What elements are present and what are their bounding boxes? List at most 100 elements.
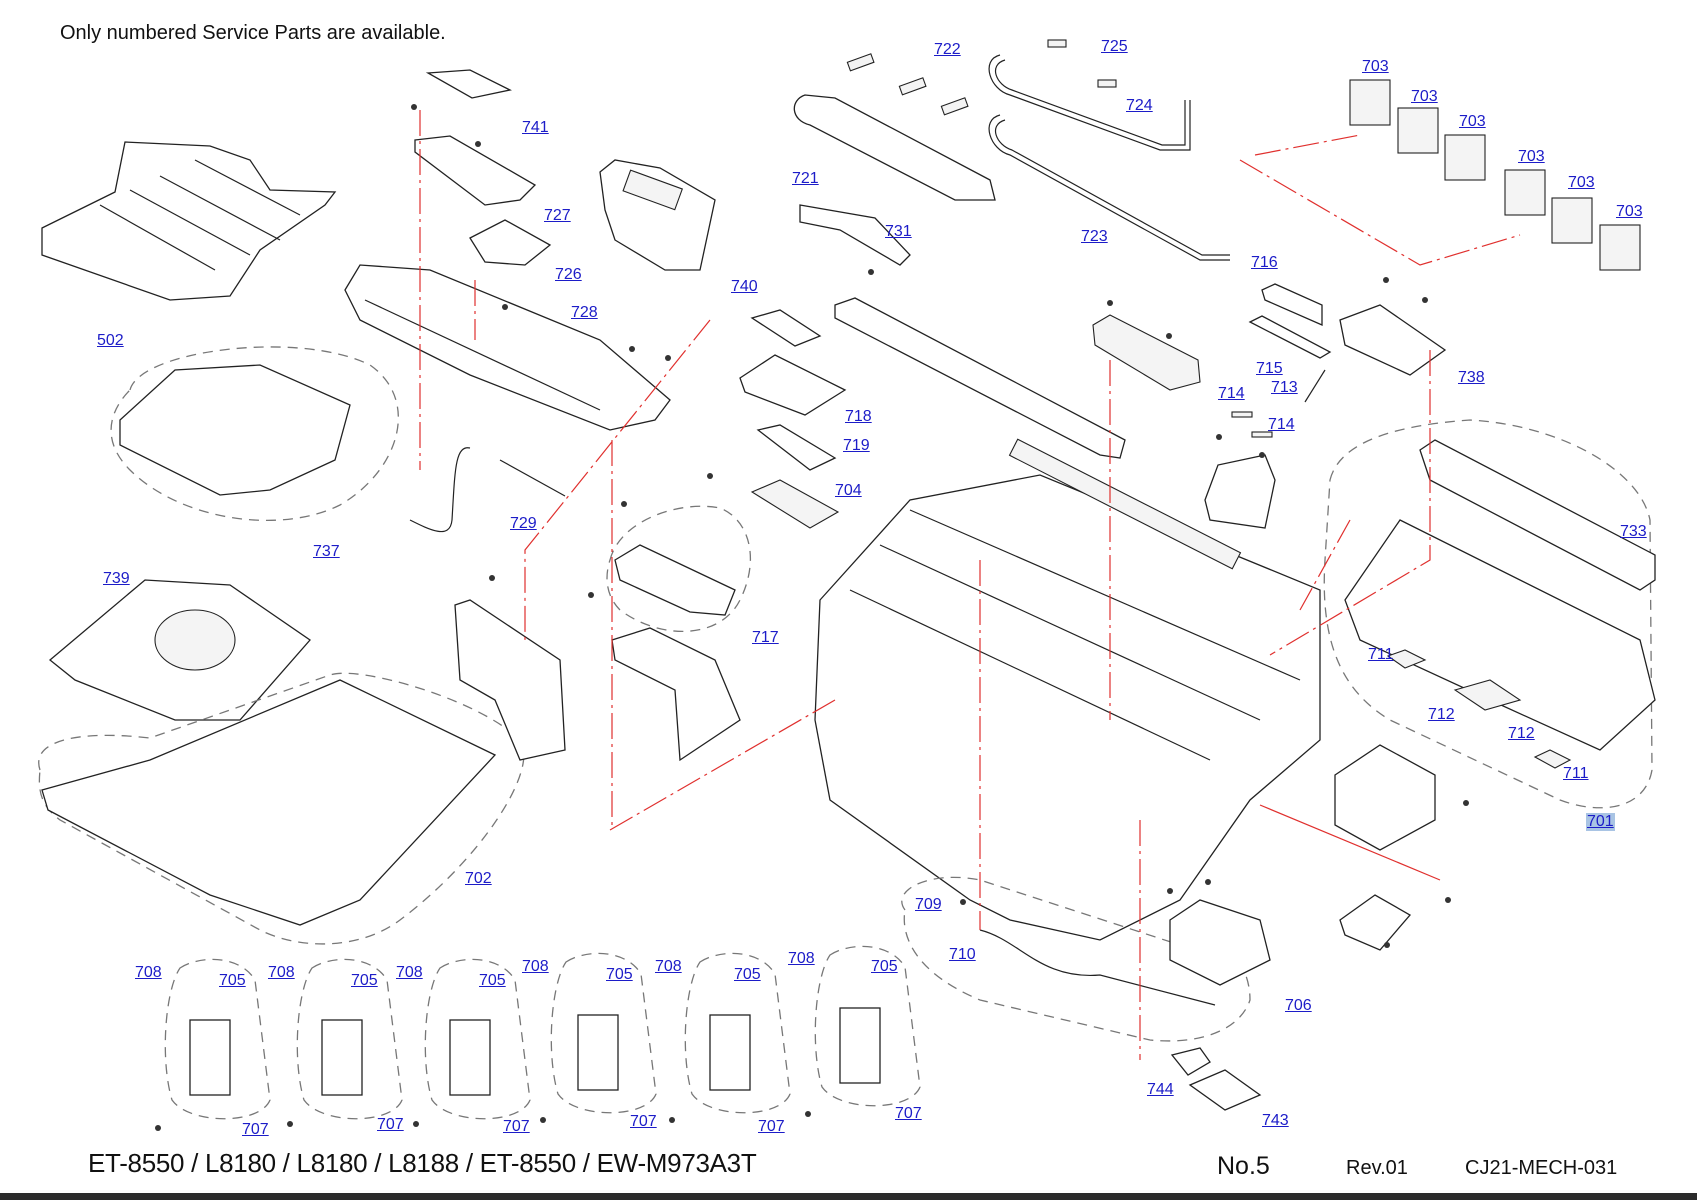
part-right-bracket — [1334, 744, 1436, 951]
sheet-number: No.5 — [1217, 1152, 1270, 1180]
part-label-729[interactable]: 729 — [510, 515, 537, 532]
part-label-715[interactable]: 715 — [1256, 360, 1283, 377]
screws — [155, 104, 1469, 1131]
part-label-711[interactable]: 711 — [1563, 765, 1589, 782]
part-743-sheet — [1188, 1069, 1262, 1111]
part-label-703[interactable]: 703 — [1362, 58, 1389, 75]
part-703-dampers — [1349, 79, 1641, 271]
part-label-738[interactable]: 738 — [1458, 369, 1485, 386]
part-label-712[interactable]: 712 — [1428, 706, 1455, 723]
part-728-frame — [344, 264, 671, 431]
part-717-group — [606, 505, 752, 633]
part-label-733[interactable]: 733 — [1620, 523, 1647, 540]
part-702-group — [38, 672, 525, 945]
assembly-leader-lines — [419, 110, 1521, 1060]
part-704-caps — [750, 479, 840, 529]
part-737-group — [110, 346, 399, 521]
part-label-709[interactable]: 709 — [915, 896, 942, 913]
part-label-703[interactable]: 703 — [1411, 88, 1438, 105]
part-label-717[interactable]: 717 — [752, 629, 779, 646]
part-label-703[interactable]: 703 — [1568, 174, 1595, 191]
part-label-703[interactable]: 703 — [1518, 148, 1545, 165]
revision: Rev.01 — [1346, 1157, 1408, 1179]
part-label-713[interactable]: 713 — [1271, 379, 1298, 396]
part-label-743[interactable]: 743 — [1262, 1112, 1289, 1129]
part-label-725[interactable]: 725 — [1101, 38, 1128, 55]
part-label-712[interactable]: 712 — [1508, 725, 1535, 742]
part-713-shaft — [1304, 369, 1326, 403]
part-label-703[interactable]: 703 — [1459, 113, 1486, 130]
part-label-726[interactable]: 726 — [555, 266, 582, 283]
part-label-710[interactable]: 710 — [949, 946, 976, 963]
part-label-721[interactable]: 721 — [792, 170, 819, 187]
part-label-701-selected[interactable]: 701 — [1586, 813, 1615, 831]
part-label-739[interactable]: 739 — [103, 570, 130, 587]
part-carriage-rail — [834, 297, 1126, 459]
window-bottom-bar — [0, 1193, 1697, 1200]
part-label-702[interactable]: 702 — [465, 870, 492, 887]
part-label-708[interactable]: 708 — [788, 950, 815, 967]
part-label-728[interactable]: 728 — [571, 304, 598, 321]
part-706-group — [901, 876, 1271, 1042]
part-724-ink-tube — [988, 54, 1191, 151]
part-sensor-bracket — [1092, 314, 1201, 391]
part-label-707[interactable]: 707 — [758, 1118, 785, 1135]
part-label-707[interactable]: 707 — [630, 1113, 657, 1130]
part-label-724[interactable]: 724 — [1126, 97, 1153, 114]
part-label-744[interactable]: 744 — [1147, 1081, 1174, 1098]
part-725-clips — [1047, 39, 1117, 88]
part-716-cover — [1261, 283, 1323, 326]
part-label-711[interactable]: 711 — [1368, 646, 1394, 663]
part-printer-mechanism — [814, 438, 1321, 941]
part-701-group — [1323, 419, 1656, 809]
part-714-pads — [1231, 411, 1273, 438]
part-label-737[interactable]: 737 — [313, 543, 340, 560]
part-label-708[interactable]: 708 — [396, 964, 423, 981]
part-731-ffc — [799, 204, 911, 266]
part-740-sheet — [750, 309, 822, 347]
document-code: CJ21-MECH-031 — [1465, 1157, 1618, 1179]
part-label-705[interactable]: 705 — [479, 972, 506, 989]
part-label-723[interactable]: 723 — [1081, 228, 1108, 245]
part-label-703[interactable]: 703 — [1616, 203, 1643, 220]
part-label-705[interactable]: 705 — [351, 972, 378, 989]
part-label-705[interactable]: 705 — [871, 958, 898, 975]
part-723-ink-tube — [988, 114, 1230, 261]
part-label-718[interactable]: 718 — [845, 408, 872, 425]
part-label-741[interactable]: 741 — [522, 119, 549, 136]
part-label-714[interactable]: 714 — [1218, 385, 1245, 402]
part-label-708[interactable]: 708 — [268, 964, 295, 981]
part-label-722[interactable]: 722 — [934, 41, 961, 58]
part-707-groups — [164, 945, 921, 1120]
part-label-705[interactable]: 705 — [734, 966, 761, 983]
part-label-731[interactable]: 731 — [885, 223, 912, 240]
part-label-707[interactable]: 707 — [895, 1105, 922, 1122]
part-label-707[interactable]: 707 — [377, 1116, 404, 1133]
part-label-714[interactable]: 714 — [1268, 416, 1295, 433]
part-744-sheet — [1170, 1047, 1211, 1076]
part-label-704[interactable]: 704 — [835, 482, 862, 499]
part-label-705[interactable]: 705 — [606, 966, 633, 983]
part-label-705[interactable]: 705 — [219, 972, 246, 989]
part-727-plate — [414, 135, 537, 206]
service-parts-notice: Only numbered Service Parts are availabl… — [60, 22, 446, 44]
part-722-clips — [846, 53, 969, 116]
part-label-719[interactable]: 719 — [843, 437, 870, 454]
part-label-502[interactable]: 502 — [97, 332, 124, 349]
part-label-708[interactable]: 708 — [655, 958, 682, 975]
part-739-cd-tray — [48, 579, 311, 721]
part-label-740[interactable]: 740 — [731, 278, 758, 295]
part-label-707[interactable]: 707 — [242, 1121, 269, 1138]
part-label-706[interactable]: 706 — [1285, 997, 1312, 1014]
part-label-708[interactable]: 708 — [522, 958, 549, 975]
part-719-sheet — [756, 424, 837, 471]
part-left-bracket — [454, 599, 566, 761]
part-label-707[interactable]: 707 — [503, 1118, 530, 1135]
part-carriage-unit — [1204, 454, 1276, 529]
part-729-cable — [409, 447, 566, 533]
part-718-cover — [739, 354, 847, 416]
part-label-727[interactable]: 727 — [544, 207, 571, 224]
part-label-708[interactable]: 708 — [135, 964, 162, 981]
part-label-716[interactable]: 716 — [1251, 254, 1278, 271]
